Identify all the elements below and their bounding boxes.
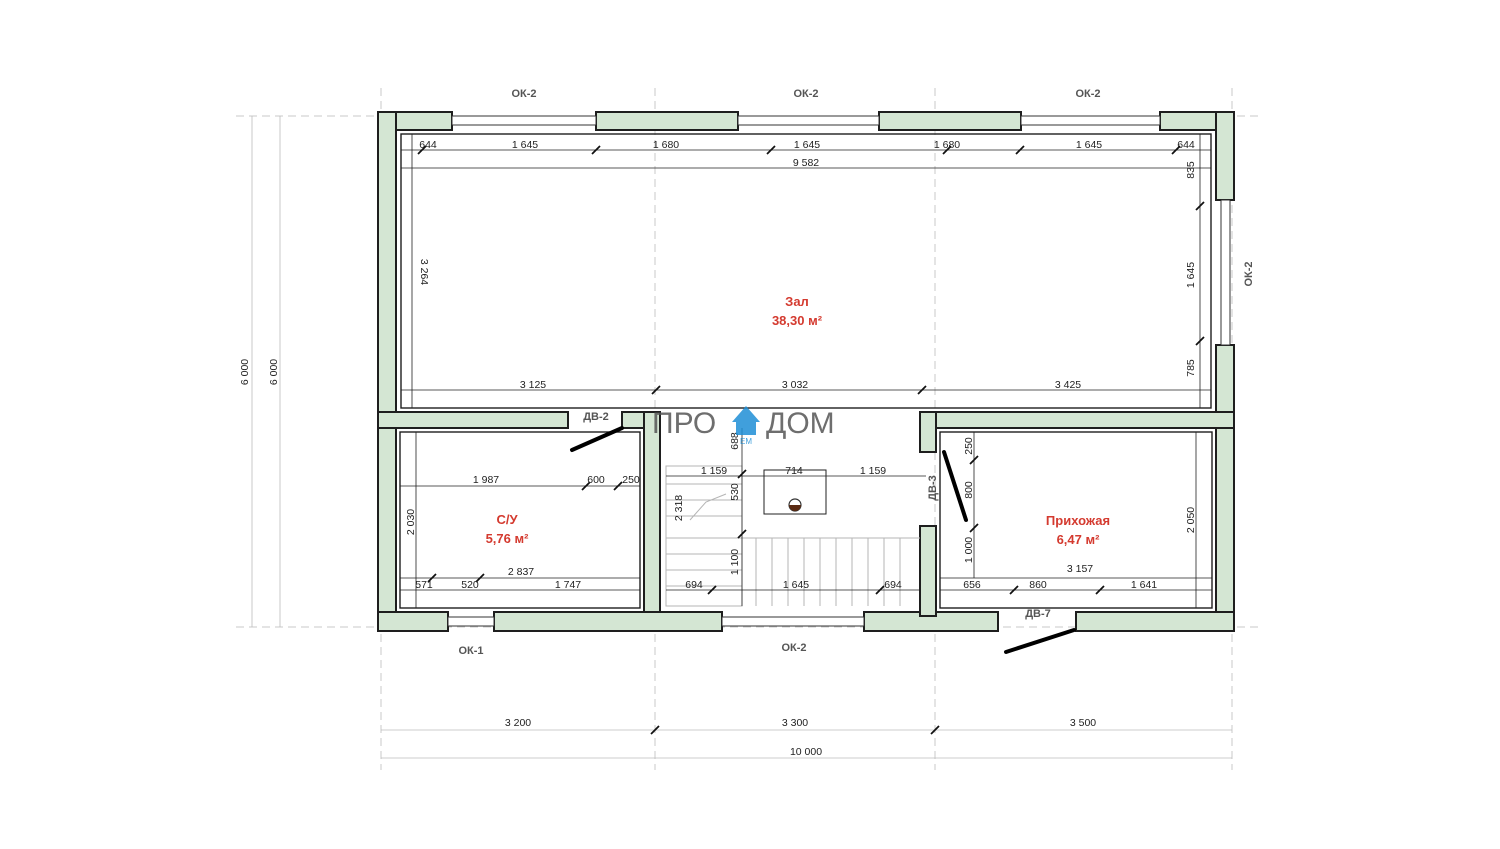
door-label: ДВ-3 <box>927 475 939 501</box>
interior-walls <box>377 411 1235 617</box>
dim-label: 3 264 <box>418 259 430 285</box>
dim-label: 3 425 <box>1055 379 1081 391</box>
door-leaves <box>570 426 1076 654</box>
dim-label: 644 <box>419 139 437 151</box>
dim-label: 6 000 <box>239 359 251 385</box>
dim-label: 2 318 <box>673 495 685 521</box>
window-label: ОК-2 <box>1243 261 1255 286</box>
dim-label: 688 <box>729 432 741 450</box>
chimney-icon <box>788 498 802 512</box>
door-label: ДВ-7 <box>1025 608 1051 620</box>
room-area: 38,30 м² <box>772 313 823 328</box>
dim-label: 530 <box>729 483 741 501</box>
dim-label: 1 645 <box>783 579 809 591</box>
dim-label: 1 645 <box>1185 262 1197 288</box>
dim-label: 694 <box>884 579 902 591</box>
dim-label: 1 987 <box>473 474 499 486</box>
window-label: ОК-1 <box>458 645 483 657</box>
dim-label: 714 <box>785 465 803 477</box>
dim-label: 10 000 <box>790 746 822 758</box>
dim-label: 1 645 <box>1076 139 1102 151</box>
window-label: ОК-2 <box>781 642 806 654</box>
logo-small-text: EM <box>740 437 752 446</box>
dim-label: 835 <box>1185 161 1197 179</box>
room-name: Зал <box>785 294 809 309</box>
dim-label: 1 641 <box>1131 579 1157 591</box>
dim-label: 9 582 <box>793 157 819 169</box>
dim-label: 644 <box>1177 139 1195 151</box>
room-area: 5,76 м² <box>486 531 530 546</box>
dim-label: 250 <box>622 474 640 486</box>
logo-text-left: ПРО <box>652 407 716 440</box>
dimension-labels: 644 1 645 1 680 1 645 1 680 1 645 644 9 … <box>239 139 1197 758</box>
dimension-ticks <box>417 145 1205 735</box>
dim-label: 785 <box>1185 359 1197 377</box>
house-icon: EM <box>732 406 760 446</box>
dim-label: 860 <box>1029 579 1047 591</box>
dim-label: 1 680 <box>934 139 960 151</box>
window-label: ОК-2 <box>1075 88 1100 100</box>
dim-label: 3 200 <box>505 717 531 729</box>
room-labels: Зал 38,30 м² С/У 5,76 м² Прихожая 6,47 м… <box>486 294 1111 547</box>
dim-label: 1 000 <box>963 537 975 563</box>
room-area: 6,47 м² <box>1057 532 1101 547</box>
dim-label: 1 159 <box>860 465 886 477</box>
finish-lines <box>399 133 1213 609</box>
dim-label: 1 100 <box>729 549 741 575</box>
dim-label: 1 747 <box>555 579 581 591</box>
opening-labels: ОК-2 ОК-2 ОК-2 ОК-2 ОК-1 ОК-2 ДВ-2 ДВ-3 … <box>458 88 1255 657</box>
dim-label: 1 680 <box>653 139 679 151</box>
dim-label: 250 <box>963 437 975 455</box>
dim-label: 3 157 <box>1067 563 1093 575</box>
dim-label: 3 300 <box>782 717 808 729</box>
dim-label: 3 032 <box>782 379 808 391</box>
dim-label: 571 <box>415 579 433 591</box>
window-label: ОК-2 <box>511 88 536 100</box>
dim-label: 600 <box>587 474 605 486</box>
dim-label: 800 <box>963 481 975 499</box>
dim-label: 1 159 <box>701 465 727 477</box>
dim-label: 3 125 <box>520 379 546 391</box>
dim-label: 2 837 <box>508 566 534 578</box>
dim-label: 1 645 <box>794 139 820 151</box>
dim-label: 3 500 <box>1070 717 1096 729</box>
dim-label: 656 <box>963 579 981 591</box>
door-label: ДВ-2 <box>583 411 609 423</box>
outer-walls <box>377 111 1235 632</box>
logo-text-right: ДОМ <box>766 407 835 440</box>
dim-label: 694 <box>685 579 703 591</box>
dim-label: 6 000 <box>268 359 280 385</box>
window-label: ОК-2 <box>793 88 818 100</box>
dimension-lines <box>251 116 1232 759</box>
windows <box>447 115 1231 627</box>
dim-label: 2 050 <box>1185 507 1197 533</box>
dim-label: 2 030 <box>405 509 417 535</box>
dim-label: 1 645 <box>512 139 538 151</box>
logo: ПРО EM ДОМ <box>652 406 835 446</box>
room-name: С/У <box>496 512 518 527</box>
dim-label: 520 <box>461 579 479 591</box>
room-name: Прихожая <box>1046 513 1110 528</box>
